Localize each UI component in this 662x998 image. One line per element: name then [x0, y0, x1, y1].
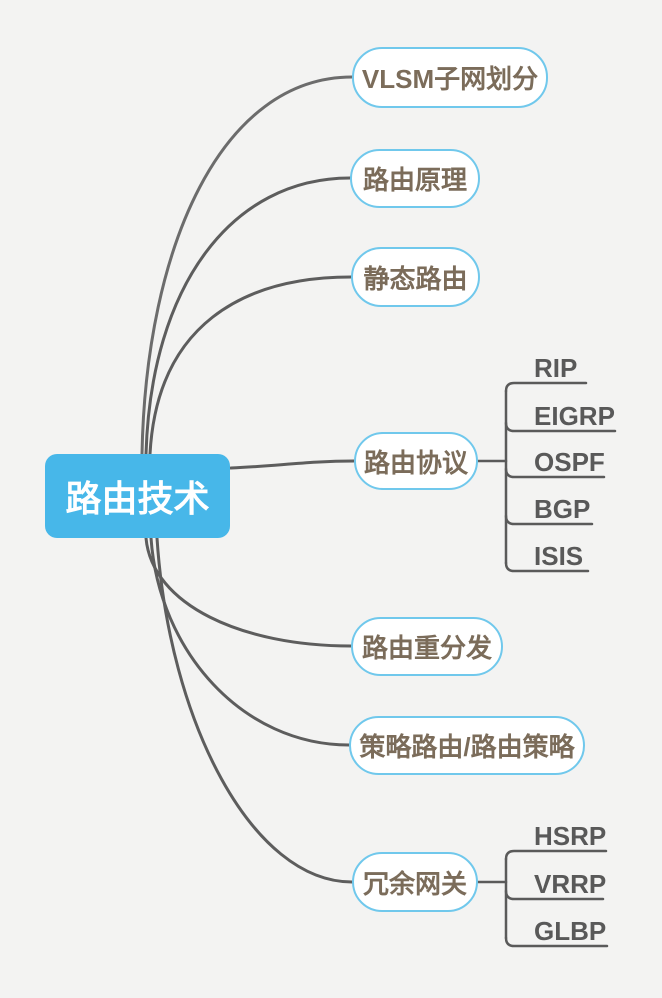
- protocol-children-bracket: [476, 381, 617, 573]
- edge-root-to-vlsm: [140, 75, 354, 456]
- topic-redundant-gateway[interactable]: 冗余网关: [352, 852, 478, 912]
- edge-root-to-static: [148, 275, 353, 456]
- subtopic-vrrp[interactable]: VRRP: [534, 869, 607, 899]
- subtopic-eigrp[interactable]: EIGRP: [534, 401, 615, 431]
- edge-root-to-policy: [149, 536, 351, 747]
- topic-policy-routing[interactable]: 策略路由/路由策略: [349, 716, 585, 775]
- subtopic-isis[interactable]: ISIS: [534, 541, 584, 571]
- edge-root-to-gateway: [155, 536, 354, 884]
- underline-ospf: [504, 467, 606, 479]
- topic-static-routing[interactable]: 静态路由: [351, 247, 480, 307]
- topic-routing-principle[interactable]: 路由原理: [350, 149, 480, 208]
- underline-rip: [504, 381, 588, 393]
- root-topic[interactable]: 路由技术: [45, 454, 230, 538]
- gateway-children-bracket: [476, 849, 609, 948]
- underline-vrrp: [504, 889, 605, 901]
- underline-glbp: [504, 936, 609, 948]
- topic-route-redistribution[interactable]: 路由重分发: [351, 617, 503, 676]
- subtopic-rip[interactable]: RIP: [534, 353, 578, 383]
- underline-isis: [504, 561, 590, 573]
- subtopic-ospf[interactable]: OSPF: [534, 447, 605, 477]
- topic-routing-protocols[interactable]: 路由协议: [354, 432, 478, 490]
- subtopic-glbp[interactable]: GLBP: [534, 916, 607, 946]
- underline-eigrp: [504, 421, 617, 433]
- underline-hsrp: [504, 849, 608, 861]
- topic-vlsm-subnetting[interactable]: VLSM子网划分: [352, 47, 548, 108]
- subtopic-bgp[interactable]: BGP: [534, 494, 591, 524]
- underline-bgp: [504, 514, 594, 526]
- edge-root-to-principle: [144, 176, 352, 456]
- subtopic-hsrp[interactable]: HSRP: [534, 821, 607, 851]
- edge-root-to-protocol: [229, 459, 356, 470]
